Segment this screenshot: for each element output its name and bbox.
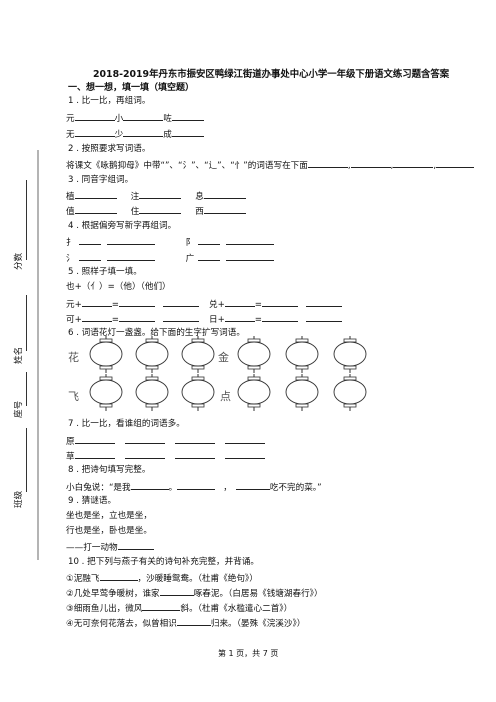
lantern-8 [135,373,169,412]
q10-line3: ③细雨鱼儿出，微风斜。（杜甫《水槛遣心二首》） [66,604,293,614]
page-title: 2018-2019年丹东市振安区鸭绿江街道办事处中心小学一年级下册语文练习题含答… [93,69,450,80]
lantern-char-4: 点 [220,390,231,403]
q5-example: 也+（亻）=（他）（他们） [66,282,171,292]
q5-heading: 5 . 照样子填一填。 [68,267,142,277]
q7-row1: 原 [66,435,265,448]
q9-line1: 坐也是坐，立也是坐， [66,511,152,521]
lantern-char-2: 金 [218,351,229,364]
q7-row2: 草 [66,450,265,463]
lantern-12 [333,373,367,412]
page-footer: 第 1 页，共 7 页 [218,649,279,658]
lantern-char-3: 飞 [68,390,79,403]
q10-line2: ②几处早莺争暖树，谁家啄春泥。（白居易《钱塘湖春行》） [66,589,323,599]
q9-line3: ——打一动物 [66,541,154,554]
q8-line: 小白兔说：“是我。，吃不完的菜。” [66,483,322,493]
q9-heading: 9 . 猜谜语。 [68,496,117,506]
lantern-3 [181,335,215,374]
q1-heading: 1 . 比一比，再组词。 [68,96,151,106]
q6-heading: 6 . 词语花灯一盏盏。给下面的生字扩写词语。 [68,328,245,338]
q10-line1: ①泥融飞，沙暖睡鸳鸯。（杜甫《绝句》） [66,574,258,584]
q3-row1: 植注息 [66,190,246,203]
q9-line2: 行也是坐，卧也是坐。 [66,526,152,536]
q1-row2: 无少成 [66,128,204,141]
q10-line4: ④无可奈何花落去，似曾相识归来。（晏殊《浣溪沙》） [66,619,306,629]
lantern-9 [181,373,215,412]
side-class-line [26,428,27,492]
side-seat-label: 座号 [14,400,24,418]
side-class-label: 班级 [14,490,24,508]
side-score-line [26,180,27,260]
q10-heading: 10 . 把下列与燕子有关的诗句补充完整，并背诵。 [68,557,260,567]
q3-heading: 3 . 同音字组词。 [68,175,134,185]
q8-heading: 8 . 把诗句填写完整。 [68,465,151,475]
lantern-11 [285,373,319,412]
lantern-5 [285,335,319,374]
lantern-6 [333,335,367,374]
lantern-4 [237,335,271,374]
q4-heading: 4 . 根据偏旁写新字再组词。 [68,221,177,231]
q2-line: 将课文《咏鹅抑母》中带“”、“氵”、“辶”、“忄”的词语写在下面,,, [66,159,475,172]
section-heading: 一、想一想，填一填（填空题） [68,83,195,93]
q1-row1: 元小咗 [66,112,204,125]
q3-row2: 值住西 [66,205,246,218]
side-score-label: 分数 [14,252,24,270]
lantern-7 [89,373,123,412]
side-seat-line [26,372,27,406]
q7-heading: 7 . 比一比，看谁组的词语多。 [68,419,185,429]
lantern-1 [89,335,123,374]
side-name-line [26,295,27,351]
q5-row1: 元+=兑+= [66,298,342,311]
lantern-char-1: 花 [68,351,79,364]
lantern-10 [237,373,271,412]
side-name-label: 姓名 [14,346,24,364]
q4-row1: 扌阝 [66,236,275,249]
q4-row2: 氵广 [66,252,275,265]
lantern-2 [135,335,169,374]
q5-row2: 可+=日+= [66,313,342,326]
q2-heading: 2 . 按照要求写词语。 [68,144,151,154]
